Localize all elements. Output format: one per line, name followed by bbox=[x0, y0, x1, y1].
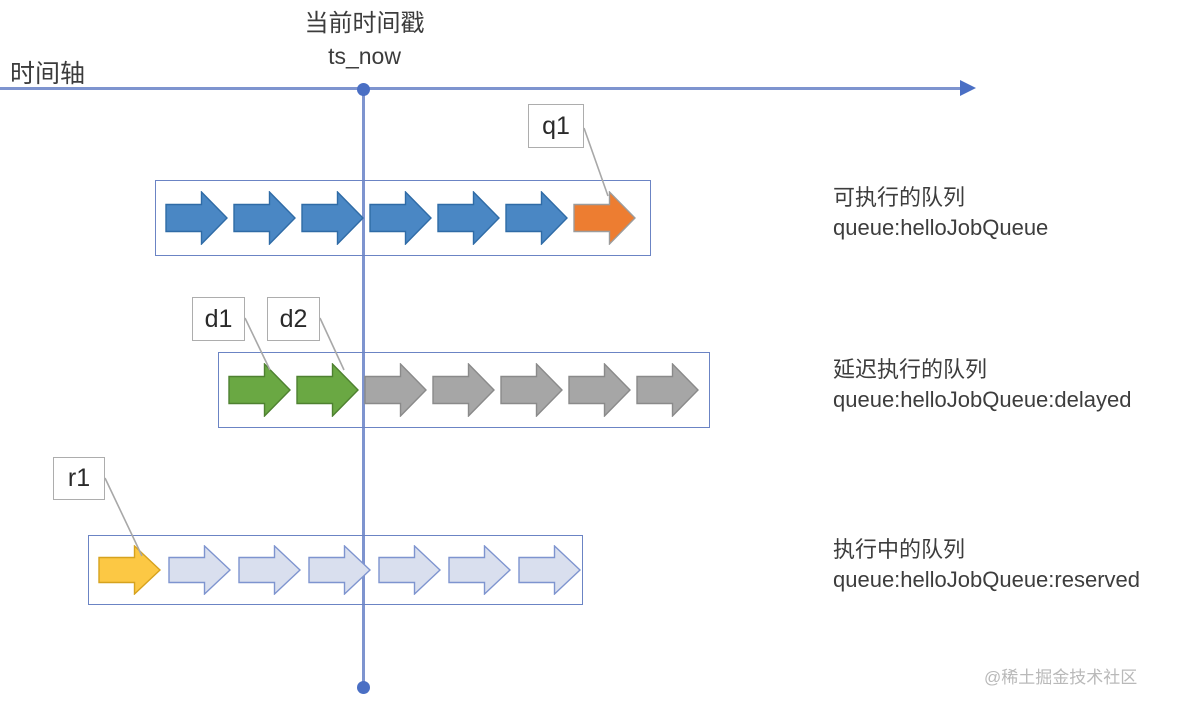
queue-caption-delayed: 延迟执行的队列 queue:helloJobQueue:delayed bbox=[833, 355, 1131, 415]
queue-caption-title: 延迟执行的队列 bbox=[833, 357, 988, 382]
queue-box-delayed bbox=[218, 352, 710, 428]
queue-job-arrow-icon bbox=[500, 363, 563, 417]
queue-caption-ready: 可执行的队列 queue:helloJobQueue bbox=[833, 183, 1048, 243]
callout-leader-line bbox=[583, 127, 609, 197]
callout-leader-line bbox=[104, 477, 143, 557]
queue-caption-title: 执行中的队列 bbox=[833, 537, 966, 562]
queue-caption-title: 可执行的队列 bbox=[833, 185, 966, 210]
now-dot-bottom-icon bbox=[357, 681, 370, 694]
callout-label-r1: r1 bbox=[53, 457, 105, 500]
now-marker-sub: ts_now bbox=[328, 43, 401, 69]
queue-caption-key: queue:helloJobQueue:reserved bbox=[833, 567, 1141, 592]
queue-box-ready bbox=[155, 180, 651, 256]
queue-caption-key: queue:helloJobQueue bbox=[833, 215, 1049, 240]
queue-job-arrow-icon bbox=[636, 363, 699, 417]
queue-job-arrow-icon bbox=[308, 545, 371, 595]
queue-job-arrow-icon bbox=[168, 545, 231, 595]
queue-job-arrow-icon bbox=[573, 191, 636, 245]
queue-job-arrow-icon bbox=[518, 545, 581, 595]
now-dot-top-icon bbox=[357, 83, 370, 96]
queue-job-arrow-icon bbox=[98, 545, 161, 595]
now-marker-label: 当前时间戳 ts_now bbox=[232, 8, 497, 72]
now-marker-title: 当前时间戳 bbox=[304, 10, 425, 37]
queue-job-arrow-icon bbox=[233, 191, 296, 245]
watermark: @稀土掘金技术社区 bbox=[984, 668, 1138, 687]
timeline-arrowhead-icon bbox=[960, 80, 976, 96]
queue-job-arrow-icon bbox=[378, 545, 441, 595]
callout-leader-line bbox=[319, 317, 345, 371]
timeline-axis-label: 时间轴 bbox=[10, 60, 86, 88]
callout-label-d1: d1 bbox=[192, 297, 245, 341]
callout-leader-line bbox=[244, 317, 271, 371]
queue-job-arrow-icon bbox=[165, 191, 228, 245]
queue-job-arrow-icon bbox=[432, 363, 495, 417]
queue-caption-key: queue:helloJobQueue:delayed bbox=[833, 387, 1132, 412]
queue-job-arrow-icon bbox=[369, 191, 432, 245]
queue-caption-reserved: 执行中的队列 queue:helloJobQueue:reserved bbox=[833, 535, 1140, 595]
callout-label-q1: q1 bbox=[528, 104, 584, 148]
now-vertical-line bbox=[362, 88, 365, 688]
queue-box-reserved bbox=[88, 535, 583, 605]
callout-label-d2: d2 bbox=[267, 297, 320, 341]
queue-job-arrow-icon bbox=[568, 363, 631, 417]
timeline-axis bbox=[0, 87, 963, 90]
queue-job-arrow-icon bbox=[238, 545, 301, 595]
queue-job-arrow-icon bbox=[448, 545, 511, 595]
queue-job-arrow-icon bbox=[228, 363, 291, 417]
queue-job-arrow-icon bbox=[364, 363, 427, 417]
queue-job-arrow-icon bbox=[296, 363, 359, 417]
queue-job-arrow-icon bbox=[301, 191, 364, 245]
queue-job-arrow-icon bbox=[437, 191, 500, 245]
queue-job-arrow-icon bbox=[505, 191, 568, 245]
